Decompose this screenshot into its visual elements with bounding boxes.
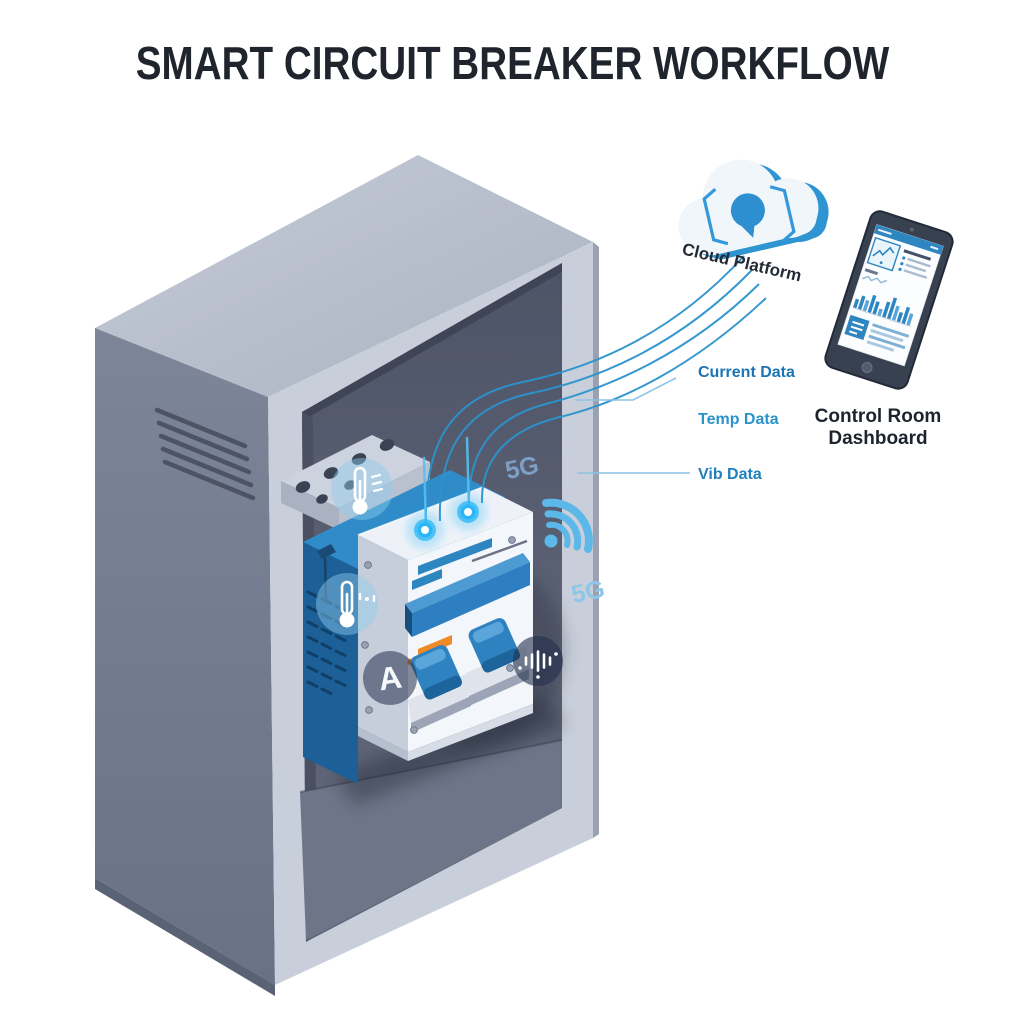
badge-vibration [513,636,563,686]
breaker-handle-bar [405,553,530,637]
cabinet-top-face [95,155,593,397]
breaker-plug [317,544,336,559]
cloud-sync-glyph [702,185,796,246]
vent-slats [154,407,256,501]
dashboard-label-line2: Dashboard [828,428,927,449]
led-indicator-1 [406,511,444,549]
breaker-front-module [357,486,533,761]
stream-connectors [575,377,690,474]
label-stripe-1 [418,538,492,575]
tablet-home-button [861,362,873,374]
cloud-platform-icon [678,159,829,260]
page-title: SMART CIRCUIT BREAKER WORKFLOW [135,37,889,89]
badge-temperature-side [316,573,378,635]
thermometer-icon [352,466,384,515]
thermometer-icon-2 [339,580,376,628]
breaker-toggle-1 [408,645,471,733]
ampere-letter: A [376,659,404,698]
cabinet-right-edge [593,242,599,838]
cabinet-left-face [95,328,275,985]
control-room-tablet [824,210,954,390]
label-temp-data: Temp Data [698,411,779,428]
tag-5g-outside: 5G [569,575,607,609]
vibration-icon [524,650,552,672]
breaker-wire [323,557,328,601]
cabinet-front-frame [268,242,593,985]
data-curves [424,255,767,529]
circuit-breaker [303,470,533,784]
tag-5g-inside: 5G [503,451,541,485]
label-stripe-2 [412,569,442,590]
breaker-screws [361,536,516,734]
dashboard-label-line1: Control Room [815,406,942,427]
led-indicator-2 [449,493,487,531]
badge-temperature-top [331,458,393,520]
badge-current-amp: A [363,651,417,705]
tablet-bar-chart [853,294,914,326]
front-divider-line [471,539,528,563]
cabinet-bottom-sliver [95,878,275,996]
label-vib-data: Vib Data [698,466,762,483]
label-current-data: Current Data [698,364,795,381]
wifi-signal-icon [542,498,593,553]
breaker-vent-slots [306,590,347,695]
connector-current [575,377,677,401]
tablet-camera-dot [909,227,914,232]
